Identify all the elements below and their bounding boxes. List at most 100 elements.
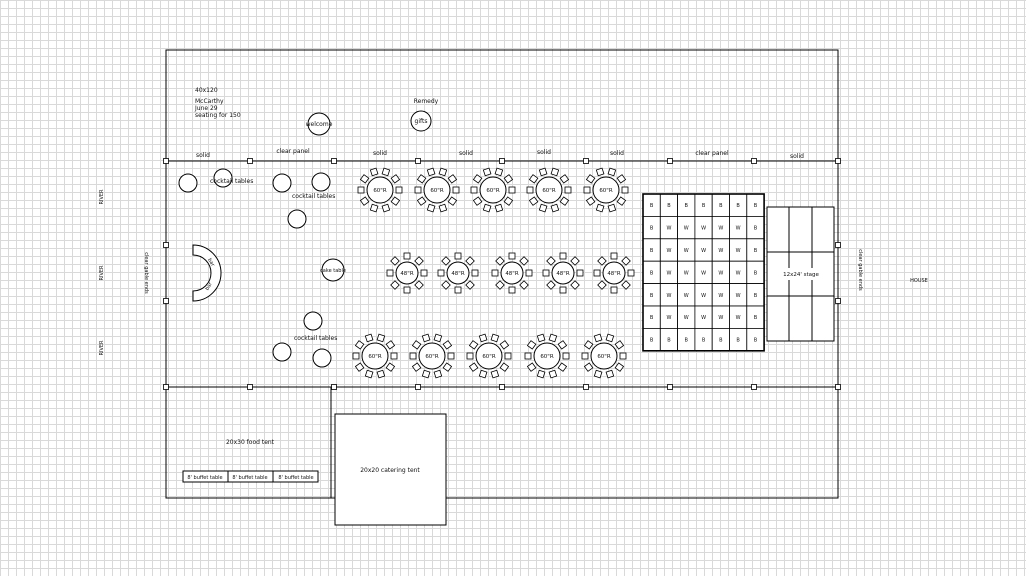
chair bbox=[421, 369, 431, 379]
chair bbox=[472, 174, 483, 184]
river-label-middle: RIVER bbox=[99, 265, 105, 281]
chair bbox=[550, 203, 560, 213]
chair bbox=[528, 196, 539, 206]
chair bbox=[447, 352, 455, 360]
chair bbox=[585, 196, 596, 206]
chair bbox=[452, 186, 460, 194]
clear-gable-ends-left: clear gable ends bbox=[143, 252, 149, 294]
chair bbox=[395, 186, 403, 194]
chair bbox=[390, 352, 398, 360]
chair bbox=[519, 256, 529, 266]
table-top bbox=[475, 342, 503, 370]
chair bbox=[559, 174, 570, 184]
chair bbox=[465, 280, 475, 290]
chair bbox=[504, 352, 512, 360]
table-size-label: 60"R bbox=[486, 188, 500, 194]
chair bbox=[472, 196, 483, 206]
cocktail-label-2: cocktail tables bbox=[292, 193, 335, 200]
chair bbox=[499, 340, 510, 350]
tile-label: W bbox=[718, 315, 723, 321]
round-table: 48"R bbox=[542, 252, 584, 294]
chair bbox=[478, 369, 488, 379]
round-table: 48"R bbox=[491, 252, 533, 294]
tile-label: W bbox=[701, 270, 706, 276]
panel-label-6: solid bbox=[610, 150, 624, 157]
tile-label: W bbox=[736, 270, 741, 276]
round-table: 60"R bbox=[352, 333, 398, 379]
chair bbox=[470, 186, 478, 194]
cocktail-table bbox=[178, 173, 198, 193]
chair bbox=[559, 252, 567, 260]
tent-pole bbox=[667, 384, 673, 390]
tent-pole bbox=[751, 384, 757, 390]
tile-label: B bbox=[736, 203, 740, 209]
chair bbox=[583, 186, 591, 194]
tent-size: 40x120 bbox=[195, 87, 218, 94]
table-size-label: 48"R bbox=[505, 271, 519, 277]
table-size-label: 48"R bbox=[451, 271, 465, 277]
tent-pole bbox=[583, 158, 589, 164]
round-table: 60"R bbox=[466, 333, 512, 379]
chair bbox=[381, 203, 391, 213]
chair bbox=[416, 196, 427, 206]
table-size-label: 48"R bbox=[400, 271, 414, 277]
tent-pole bbox=[835, 242, 841, 248]
tile-label: B bbox=[719, 203, 723, 209]
table-size-label: 60"R bbox=[368, 354, 382, 360]
chair bbox=[390, 174, 401, 184]
chair bbox=[581, 352, 589, 360]
table-top bbox=[551, 261, 575, 285]
chair bbox=[583, 362, 594, 372]
tile-label: W bbox=[684, 226, 689, 232]
tile-label: B bbox=[650, 315, 654, 321]
round-table: 60"R bbox=[583, 167, 629, 213]
tile-label: W bbox=[666, 248, 671, 254]
tile-label: B bbox=[667, 203, 671, 209]
round-table: 60"R bbox=[357, 167, 403, 213]
tent-pole bbox=[247, 158, 253, 164]
seating-count: seating for 150 bbox=[195, 112, 241, 119]
cocktail-label-1: cocktail tables bbox=[210, 178, 253, 185]
tent-pole bbox=[331, 384, 337, 390]
chair bbox=[536, 333, 546, 343]
chair bbox=[607, 167, 617, 177]
chair bbox=[607, 203, 617, 213]
chair bbox=[583, 340, 594, 350]
chair bbox=[524, 352, 532, 360]
cocktail-table bbox=[303, 311, 323, 331]
tile-label: B bbox=[754, 226, 758, 232]
tent-pole bbox=[331, 158, 337, 164]
tent-pole bbox=[247, 384, 253, 390]
chair bbox=[426, 167, 436, 177]
tile-label: W bbox=[666, 226, 671, 232]
chair bbox=[414, 256, 424, 266]
welcome-label: welcome bbox=[306, 121, 333, 128]
chair bbox=[433, 333, 443, 343]
panel-label-4: solid bbox=[459, 150, 473, 157]
chair bbox=[411, 362, 422, 372]
table-size-label: 60"R bbox=[482, 354, 496, 360]
chair bbox=[593, 369, 603, 379]
panel-label-2: clear panel bbox=[276, 148, 310, 155]
chair bbox=[546, 256, 556, 266]
gifts-table bbox=[410, 110, 432, 132]
chair bbox=[559, 196, 570, 206]
tile-label: W bbox=[701, 315, 706, 321]
bar-label-bottom: bar bbox=[204, 281, 214, 292]
tile-label: W bbox=[684, 293, 689, 299]
chair bbox=[526, 186, 534, 194]
table-top bbox=[590, 342, 618, 370]
tile-label: W bbox=[736, 315, 741, 321]
buffet-table bbox=[272, 470, 319, 483]
chair bbox=[359, 196, 370, 206]
chair bbox=[564, 186, 572, 194]
tile-label: W bbox=[666, 270, 671, 276]
tent-pole bbox=[835, 158, 841, 164]
round-table: 48"R bbox=[437, 252, 479, 294]
tile-label: B bbox=[754, 203, 758, 209]
chair bbox=[390, 256, 400, 266]
chair bbox=[490, 369, 500, 379]
round-table: 60"R bbox=[470, 167, 516, 213]
tile-label: B bbox=[650, 293, 654, 299]
